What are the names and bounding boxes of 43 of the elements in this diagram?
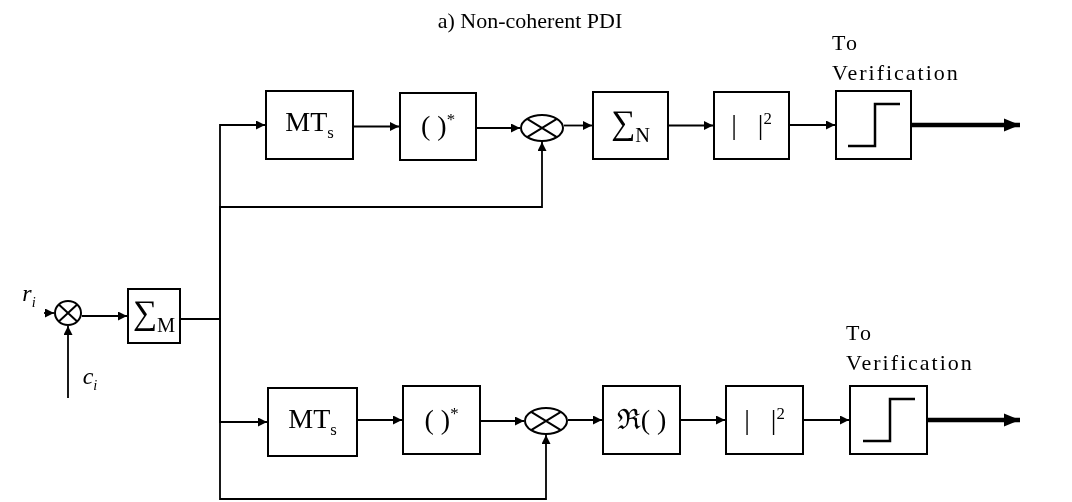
block-label: | |$^{2}$ [744,405,785,435]
block-label: MT$_{s}$ [285,108,334,142]
block-label: ∑$_{M}$ [132,296,176,336]
threshold-box [849,385,928,455]
process-box [402,385,481,455]
process-box [725,385,804,455]
arrow [43,308,55,318]
process-box [265,90,354,160]
process-box [267,387,358,457]
arrow [803,415,850,425]
block-label: | |$^{2}$ [731,111,772,140]
arrow [680,415,726,425]
signal-label: r$_{i}$ [22,281,36,310]
signal-label: c$_{i}$ [82,363,98,393]
arrow [357,415,403,425]
arrow [912,118,1020,132]
arrow [353,122,400,131]
arrow [567,415,603,425]
multiplier-symbol [520,114,564,142]
output-label: To Verification [832,29,961,87]
process-box [399,92,477,161]
arrow [789,120,836,130]
process-box [592,91,669,160]
arrow [63,325,73,399]
block-label: ℜ( ) [616,406,667,434]
block-label: ( )$^{*}$ [424,405,459,435]
arrow [476,123,521,133]
process-box [127,288,181,344]
block-label: ( )$^{*}$ [420,112,455,141]
process-box [713,91,790,160]
block-label: ∑$_{N}$ [611,105,650,146]
multiplier-symbol [54,300,82,326]
output-label: To Verification [846,319,975,377]
arrow [480,416,525,426]
arrow [81,311,128,321]
arrow [928,413,1020,427]
process-box [602,385,681,455]
threshold-box [835,90,912,160]
diagram-title: a) Non-coherent PDI [436,8,624,34]
multiplier-symbol [524,407,568,435]
block-label: MT$_{s}$ [288,405,337,439]
arrow [668,121,714,130]
arrow [563,121,593,130]
